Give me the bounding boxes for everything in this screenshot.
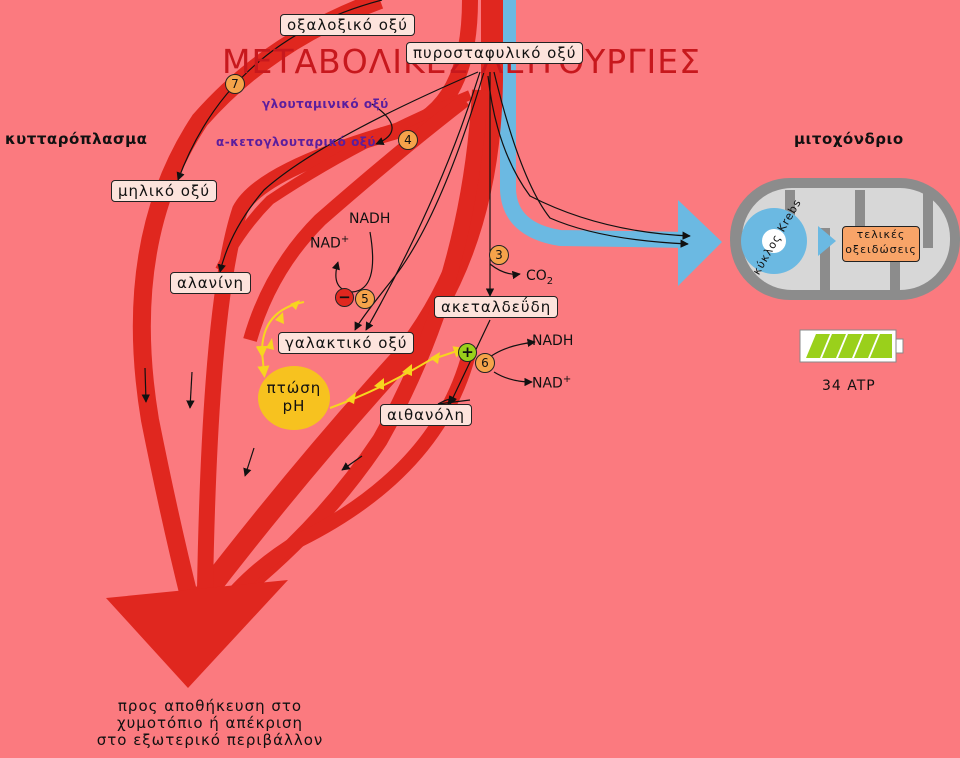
nad-step5-label: NAD+	[310, 234, 349, 252]
step-6-badge: 6	[475, 353, 495, 373]
oxaloacetic-acid-box: οξαλοξικό οξύ	[280, 14, 415, 36]
ph-drop-circle: πτώση pH	[258, 366, 330, 430]
blue-flow-to-mitochondrion	[500, 0, 691, 248]
nad-step6-label: NAD+	[532, 374, 571, 392]
mitochondrion-label: μιτοχόνδριο	[794, 130, 904, 148]
cytoplasm-label: κυτταρόπλασμα	[5, 130, 148, 148]
activation-plus-sign: +	[458, 343, 477, 362]
footer-caption: προς αποθήκευση στο χυμοτόπιο ή απέκριση…	[70, 698, 350, 749]
ph-drop-label-2: pH	[282, 397, 306, 415]
alanine-box: αλανίνη	[170, 272, 251, 294]
final-oxidations-line-2: οξειδώσεις	[845, 243, 917, 256]
step-7-badge: 7	[225, 74, 245, 94]
ph-yellow-path-right	[329, 346, 466, 409]
red-flow-arrowhead	[106, 580, 288, 688]
final-oxidations-line-1: τελικές	[856, 228, 906, 241]
nad-step5-text: NAD	[310, 235, 341, 252]
nadh-step6-label: NADH	[532, 333, 574, 349]
lactic-acid-box: γαλακτικό οξύ	[278, 332, 415, 354]
step-4-badge: 4	[398, 130, 418, 150]
inhibition-minus-sign: −	[335, 288, 354, 307]
battery-icon	[799, 329, 904, 363]
acetaldehyde-box: ακεταλδεΰδη	[434, 296, 559, 318]
co2-text: CO	[526, 268, 547, 284]
blue-flow-arrowhead	[678, 200, 722, 286]
footer-line-3: στο εξωτερικό περιβάλλον	[96, 731, 324, 749]
footer-line-1: προς αποθήκευση στο	[117, 697, 303, 715]
ketoglutaric-acid-label: α-κετογλουταρικό οξύ	[216, 135, 376, 149]
nad-step6-text: NAD	[532, 375, 563, 392]
ph-yellow-arrowheads	[266, 300, 440, 404]
step-3-badge: 3	[489, 245, 509, 265]
nadh-step5-label: NADH	[349, 211, 391, 227]
atp-yield-label: 34 ATP	[822, 378, 876, 394]
malic-acid-box: μηλικό οξύ	[111, 180, 218, 202]
step-5-badge: 5	[355, 289, 375, 309]
glutamic-acid-label: γλουταμινικό οξύ	[262, 97, 389, 111]
co2-subscript: 2	[546, 275, 554, 287]
co2-label: CO2	[526, 268, 553, 287]
final-oxidations-box: τελικές οξειδώσεις	[842, 226, 920, 262]
ethanol-box: αιθανόλη	[380, 404, 472, 426]
pyruvic-acid-box: πυροσταφυλικό οξύ	[406, 42, 584, 64]
reaction-arrows	[141, 0, 691, 477]
footer-line-2: χυμοτόπιο ή απέκριση	[116, 714, 304, 732]
nad-step5-charge: +	[340, 234, 350, 245]
nad-step6-charge: +	[562, 374, 572, 385]
ph-drop-label-1: πτώση	[266, 379, 322, 397]
